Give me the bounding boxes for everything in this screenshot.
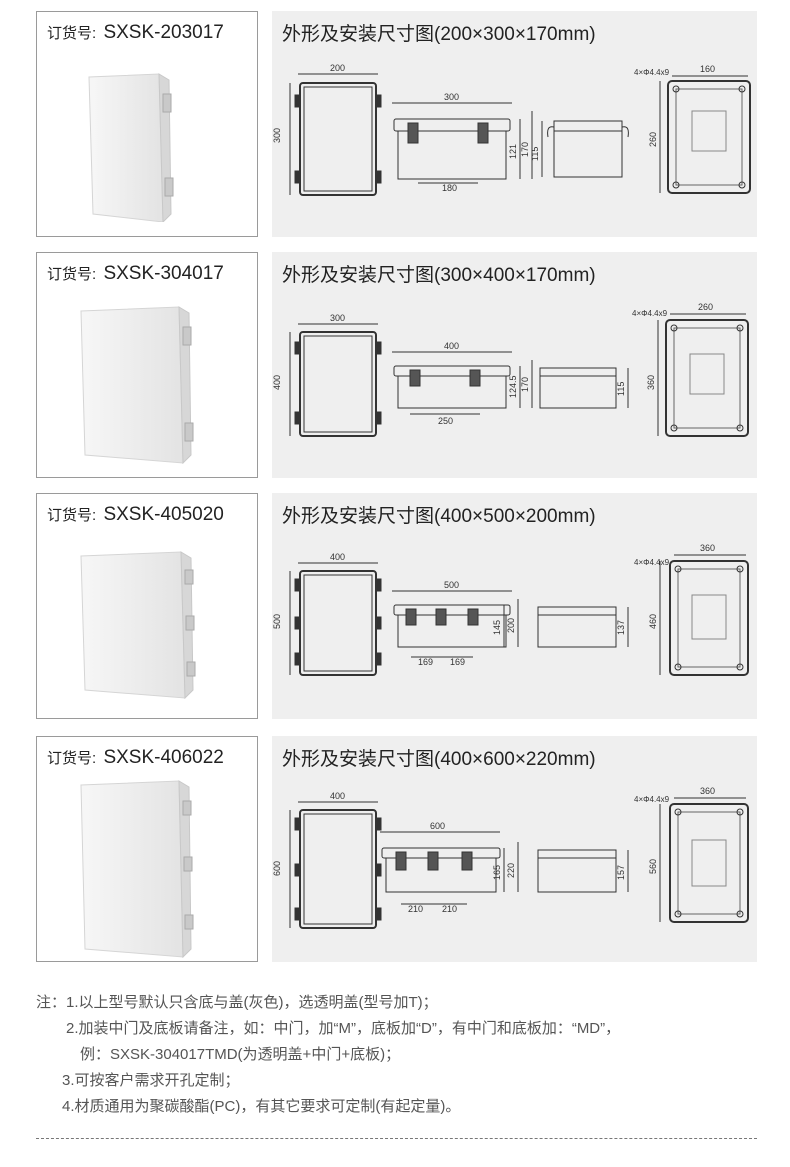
product-photo-panel: 订货号: SXSK-304017: [36, 252, 258, 478]
product-photo-panel: 订货号: SXSK-405020: [36, 493, 258, 719]
spec-drawing-panel: 外形及安装尺寸图(300×400×170mm): [272, 252, 757, 478]
mount-height-label: 560: [648, 859, 658, 874]
mount-width-label: 260: [698, 302, 713, 312]
order-number: 订货号: SXSK-406022: [47, 747, 224, 768]
front-width-label: 200: [330, 63, 345, 73]
spec-title: 外形及安装尺寸图(200×300×170mm): [282, 24, 596, 45]
product-row-3: 订货号: SXSK-405020 外形及安装尺寸图(400×500×200mm): [36, 493, 757, 719]
dimension-drawing: 400 600 600 210 210 165 220 157 360 560 …: [272, 786, 749, 929]
spec-drawing-panel: 外形及安装尺寸图(400×600×220mm): [272, 736, 757, 962]
product-row-2: 订货号: SXSK-304017 外形及安装尺寸图(300×400×170mm): [36, 252, 757, 478]
spec-drawing-panel: 外形及安装尺寸图(200×300×170mm): [272, 11, 757, 237]
lid-height-label: 137: [616, 620, 626, 635]
dimension-drawing: 200 300 300 180 121 170 115 160 260 4×Φ4…: [272, 63, 751, 196]
bottom-divider: [36, 1138, 757, 1139]
front-width-label: 400: [330, 552, 345, 562]
dimension-drawing: 400 500 500 169 169 145 200 137 360 460 …: [272, 543, 749, 676]
dimension-drawing: 300 400 400 250 124.5 170 115 260 360 4×…: [272, 302, 749, 437]
total-height-label: 170: [520, 377, 530, 392]
order-number: 订货号: SXSK-304017: [47, 263, 224, 284]
front-height-label: 400: [272, 375, 282, 390]
side-length-label: 500: [444, 580, 459, 590]
note-4: 4.材质通用为聚碳酸酯(PC)，有其它要求可定制(有起定量)。: [62, 1098, 461, 1115]
hinge-spacing-label: 180: [442, 183, 457, 193]
total-height-label: 220: [506, 863, 516, 878]
hinge-spacing-label-1: 169: [418, 657, 433, 667]
notes-section: 注：1.以上型号默认只含底与盖(灰色)，选透明盖(型号加T)； 2.加装中门及底…: [36, 990, 766, 1120]
hinge-spacing-label-2: 169: [450, 657, 465, 667]
front-height-label: 600: [272, 861, 282, 876]
body-height-label: 121: [508, 144, 518, 159]
mount-height-label: 360: [646, 375, 656, 390]
product-row-1: 订货号: SXSK-203017 外形及安装尺寸图(200×300×170mm): [36, 11, 757, 237]
order-number: 订货号: SXSK-203017: [47, 22, 224, 43]
product-photo-panel: 订货号: SXSK-203017: [36, 11, 258, 237]
side-length-label: 400: [444, 341, 459, 351]
hole-spec-label: 4×Φ4.4x9: [634, 68, 670, 77]
spec-title: 外形及安装尺寸图(400×600×220mm): [282, 749, 596, 770]
enclosure-photo: [80, 306, 194, 465]
spec-title: 外形及安装尺寸图(400×500×200mm): [282, 506, 596, 527]
spec-drawing-panel: 外形及安装尺寸图(400×500×200mm): [272, 493, 757, 719]
note-2-example: 例：SXSK-304017TMD(为透明盖+中门+底板)；: [80, 1046, 401, 1063]
side-length-label: 600: [430, 821, 445, 831]
mount-width-label: 360: [700, 543, 715, 553]
mount-width-label: 160: [700, 64, 715, 74]
hole-spec-label: 4×Φ4.4x9: [632, 309, 668, 318]
lid-height-label: 157: [616, 865, 626, 880]
enclosure-photo: [88, 73, 174, 222]
note-3: 3.可按客户需求开孔定制；: [62, 1072, 240, 1089]
lid-height-label: 115: [616, 382, 626, 396]
front-height-label: 300: [272, 128, 282, 143]
total-height-label: 200: [506, 618, 516, 633]
front-width-label: 300: [330, 313, 345, 323]
product-photo-panel: 订货号: SXSK-406022: [36, 736, 258, 962]
enclosure-photo: [80, 551, 196, 700]
hole-spec-label: 4×Φ4.4x9: [634, 795, 670, 804]
body-height-label: 165: [492, 865, 502, 880]
order-number: 订货号: SXSK-405020: [47, 504, 224, 525]
side-length-label: 300: [444, 92, 459, 102]
spec-title: 外形及安装尺寸图(300×400×170mm): [282, 265, 596, 286]
mount-width-label: 360: [700, 786, 715, 796]
lid-height-label: 115: [530, 147, 540, 161]
enclosure-photo: [80, 780, 194, 959]
body-height-label: 145: [492, 620, 502, 635]
total-height-label: 170: [520, 142, 530, 157]
body-height-label: 124.5: [508, 375, 518, 398]
hole-spec-label: 4×Φ4.4x9: [634, 558, 670, 567]
mount-height-label: 260: [648, 132, 658, 147]
hinge-spacing-label: 250: [438, 416, 453, 426]
hinge-spacing-label-1: 210: [408, 904, 423, 914]
product-row-4: 订货号: SXSK-406022 外形及安装尺寸图(400×600×220mm): [36, 736, 757, 962]
front-height-label: 500: [272, 614, 282, 629]
mount-height-label: 460: [648, 614, 658, 629]
note-2: 2.加装中门及底板请备注，如：中门，加“M”，底板加“D”，有中门和底板加：“M…: [66, 1020, 621, 1037]
front-width-label: 400: [330, 791, 345, 801]
hinge-spacing-label-2: 210: [442, 904, 457, 914]
note-1: 注：1.以上型号默认只含底与盖(灰色)，选透明盖(型号加T)；: [36, 994, 438, 1011]
